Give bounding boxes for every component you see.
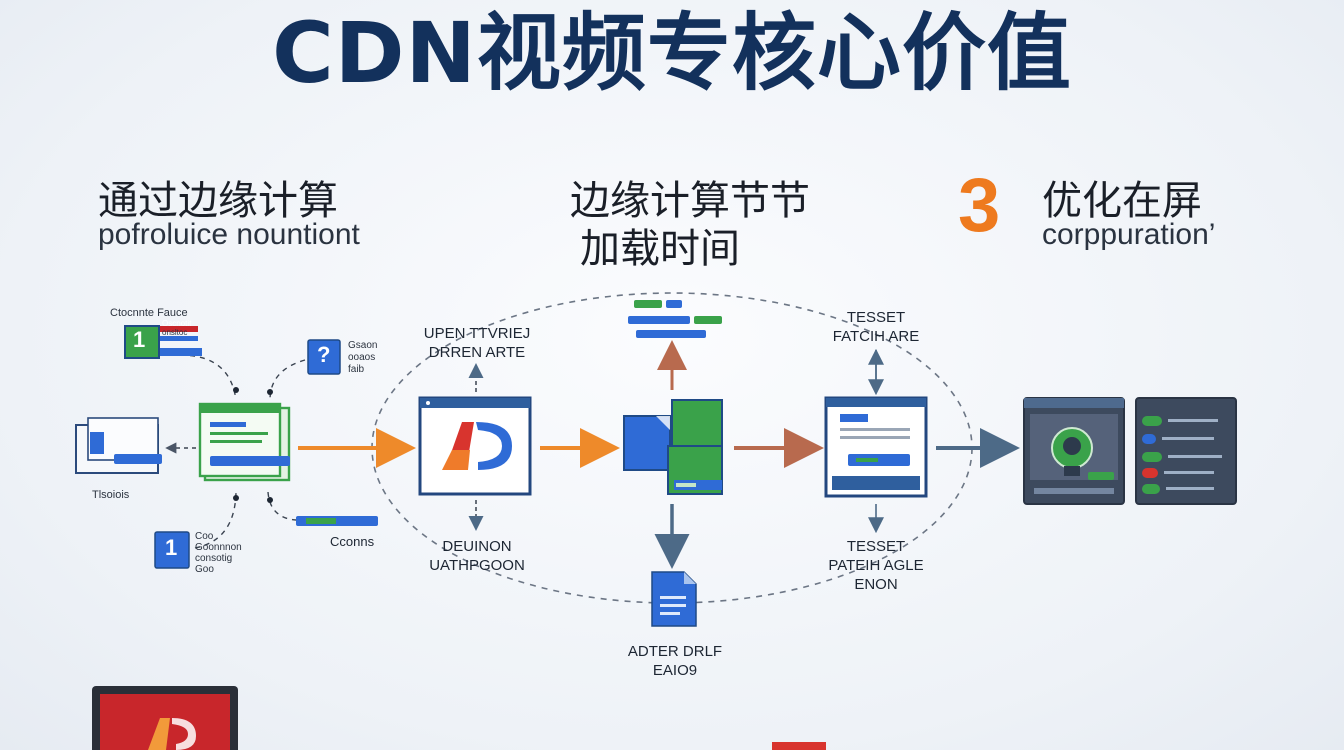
label-left-small-bottom-2: Goonnnon (195, 542, 242, 553)
column-1-title: 通过边缘计算 (98, 178, 338, 224)
label-left-small-top-2: onsltoc (162, 328, 188, 337)
bottom-badge-icon (154, 531, 190, 569)
label-q-small-1: Gsaon (348, 340, 378, 351)
label-q-small-3: faib (348, 364, 365, 375)
cache-bars-icon (628, 300, 722, 338)
label-left-small-bottom-1: Coo (195, 531, 214, 542)
label-right-bottom-3: ENON (854, 576, 898, 593)
client-window-icon (824, 396, 928, 498)
column-2-title-line2: 加载时间 (580, 226, 740, 272)
label-left-small-top-1: Oscnotit (162, 319, 192, 328)
document-icon (651, 571, 697, 627)
label-upper-mid-2: DRREN ARTE (428, 344, 526, 361)
column-3-number: 3 (958, 163, 1001, 248)
monitor-screen-icon (1023, 397, 1125, 505)
dashboard-screen-icon (1135, 397, 1237, 505)
connector-dot (267, 497, 273, 503)
connector-bottom-right (267, 491, 297, 521)
connector-dot (267, 389, 273, 395)
video-player-window-icon (418, 396, 532, 496)
origin-window-icon (198, 402, 291, 482)
column-3-title: 优化在屏 (1042, 178, 1202, 224)
doc-badge-text: 1 (133, 327, 146, 352)
label-lower-mid-1: DEUINON (442, 538, 512, 555)
question-badge-icon (307, 339, 341, 375)
connector-dot (233, 495, 239, 501)
column-3-subtitle: corppuration’ (1042, 218, 1216, 251)
label-left-small-bottom-4: Goo (195, 564, 214, 575)
edge-node-icon (623, 399, 723, 495)
label-left-small-bottom-3: consotig (195, 553, 233, 564)
label-left-top: Ctocnnte Fauce (110, 307, 188, 319)
laptop-icon (92, 686, 238, 750)
label-q-small-2: ooaos (348, 352, 376, 363)
connector-dot (233, 387, 239, 393)
connector-q (269, 359, 306, 401)
label-left-bottom: Tlsoiois (92, 489, 130, 501)
question-badge-text: ? (317, 342, 331, 367)
label-right-bottom-2: PATEIH AGLE (828, 557, 924, 574)
label-center-bottom-2: EAIO9 (652, 662, 698, 679)
label-right-bottom-1: TESSET (846, 538, 906, 555)
page-title: CDN视频专核心价值 (272, 4, 1072, 102)
cconns-bar-icon (296, 516, 378, 526)
label-lower-mid-2: UATHPGOON (429, 557, 525, 574)
label-right-top-1: TESSET (846, 309, 906, 326)
bottom-badge-text: 1 (165, 535, 178, 560)
bottom-red-block (772, 742, 826, 750)
label-right-top-2: FATCIH ARE (832, 328, 920, 345)
device-stack-icon (75, 417, 162, 474)
label-center-bottom-1: ADTER DRLF (627, 643, 723, 660)
column-1-subtitle: pofroluice nountiont (98, 218, 360, 251)
connector-top-left (179, 354, 237, 401)
column-2-title-line1: 边缘计算节节 (570, 178, 810, 224)
doc-badge-icon (124, 325, 202, 359)
label-upper-mid-1: UPEN TTVRIEJ (423, 325, 531, 342)
label-cconns: Cconns (330, 534, 375, 549)
